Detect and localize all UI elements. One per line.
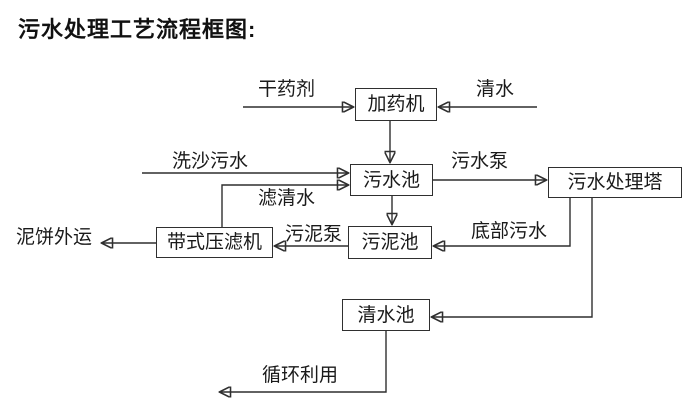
flow-label-dry-chemical: 干药剂 [258, 79, 316, 100]
flow-label-sand-washing-sewage: 洗沙污水 [172, 151, 249, 172]
page-title: 污水处理工艺流程框图: [18, 17, 257, 42]
node-belt-filter-press: 带式压滤机 [156, 227, 273, 258]
node-sewage-treatment-tower: 污水处理塔 [548, 167, 682, 198]
flow-label-bottom-sewage: 底部污水 [471, 221, 548, 242]
node-sewage-pool: 污水池 [350, 164, 433, 196]
flow-label-sludge-pump: 污泥泵 [285, 224, 343, 245]
flow-label-clean-water: 清水 [476, 79, 515, 100]
flow-label-mud-cake-transport: 泥饼外运 [16, 227, 93, 248]
node-dosing-machine: 加药机 [355, 88, 437, 121]
arrow-clean-pool-to-recycle [221, 331, 387, 392]
flow-label-recycle-use: 循环利用 [262, 365, 339, 386]
arrow-tower-to-clean-pool [433, 198, 593, 317]
node-clean-water-pool: 清水池 [342, 299, 430, 331]
node-sludge-pool: 污泥池 [348, 226, 432, 259]
flow-label-sewage-pump: 污水泵 [451, 151, 509, 172]
arrow-bottom-sewage-to-sludge-pool [435, 198, 571, 246]
arrow-filtered-water-to-sewage-pool [221, 185, 347, 227]
flow-label-filtered-water: 滤清水 [258, 188, 316, 209]
